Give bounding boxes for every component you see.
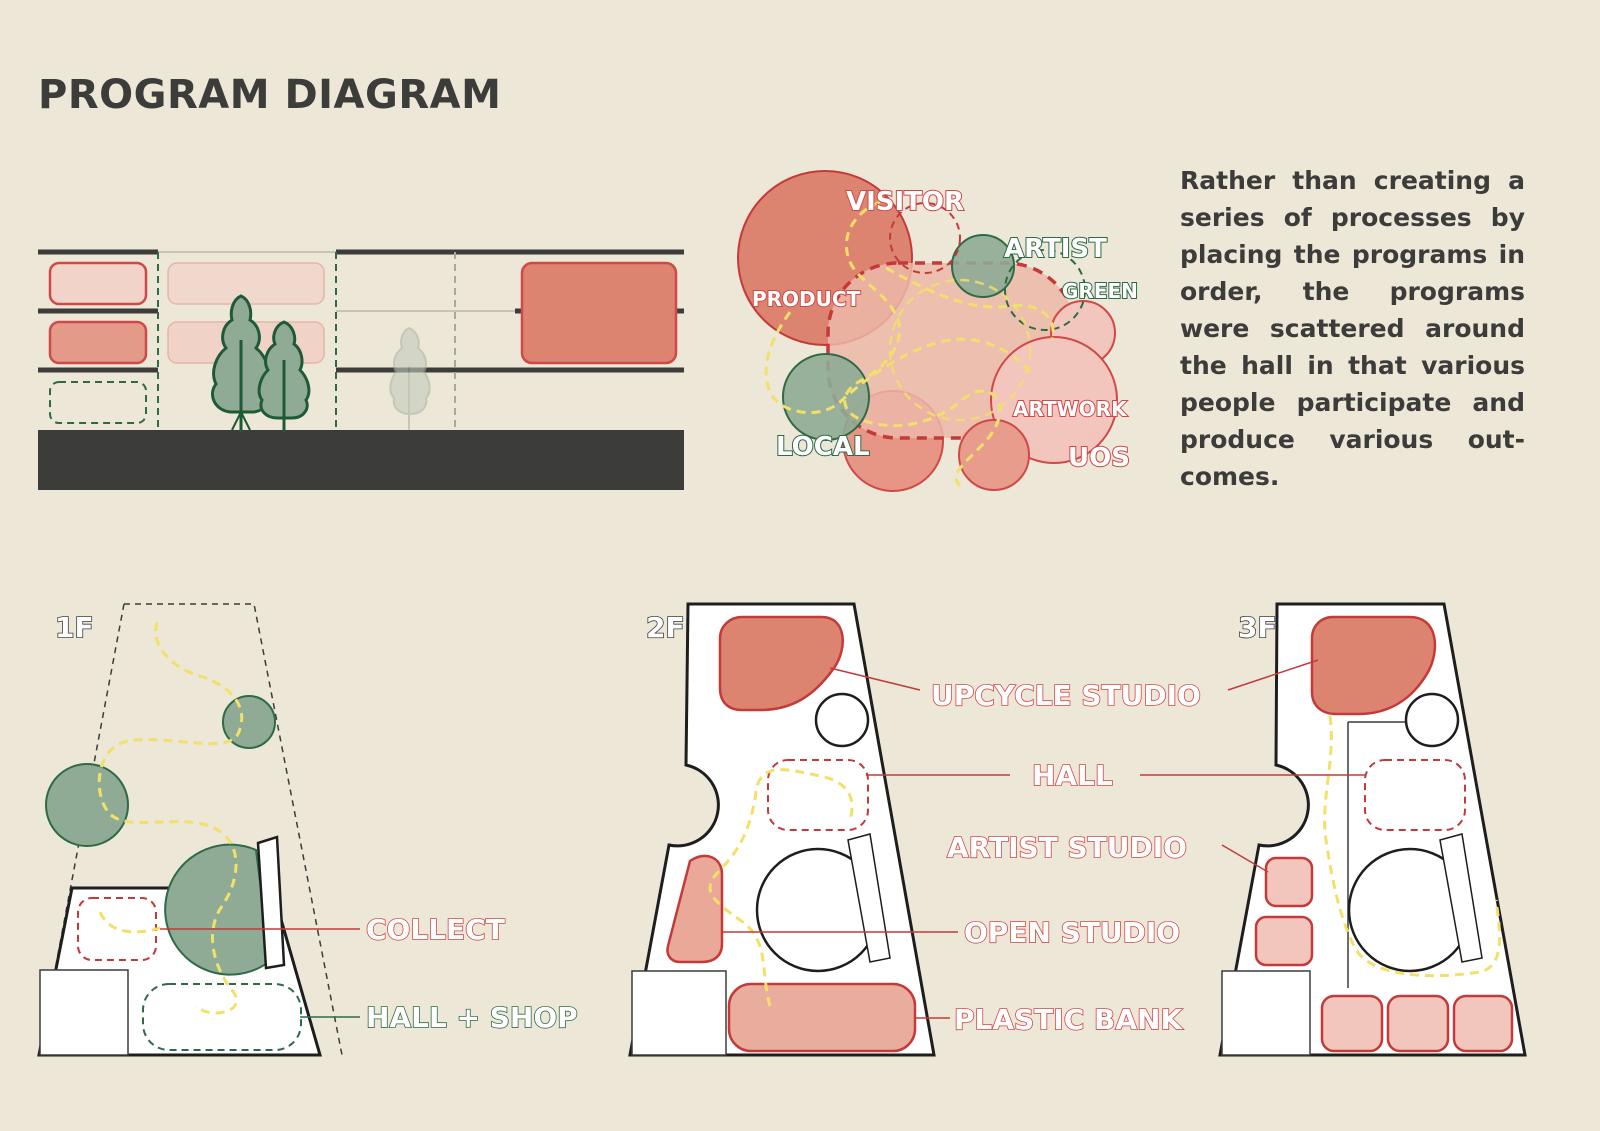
section-room xyxy=(48,320,148,365)
wall-element xyxy=(256,835,286,970)
plan-3f: 3F xyxy=(1140,602,1527,1057)
circulation-path xyxy=(1323,715,1502,978)
plan-2f: 2F xyxy=(628,602,1010,1057)
plastic-bank-room xyxy=(727,982,917,1053)
floor-label-1f: 1F xyxy=(55,611,94,644)
artist-studio-room xyxy=(1320,994,1384,1053)
upcycle-studio-label: UPCYCLE STUDIO xyxy=(931,679,1201,712)
open-studio-label: OPEN STUDIO xyxy=(964,916,1180,949)
upcycle-studio-room xyxy=(718,615,844,712)
core-room xyxy=(631,970,727,1056)
core-room xyxy=(1221,970,1311,1056)
artist-studio-room xyxy=(1264,856,1314,908)
leader-line xyxy=(1227,659,1319,691)
visitor-bubble xyxy=(889,202,961,274)
section-diagram xyxy=(38,249,684,490)
tree-icon xyxy=(211,294,271,432)
circulation-path xyxy=(708,768,854,1007)
circulation-loop xyxy=(888,278,1032,422)
leader-line xyxy=(829,667,921,691)
artist-studio-room xyxy=(1386,994,1450,1053)
floor-label-3f: 3F xyxy=(1238,611,1277,644)
light-well xyxy=(1404,692,1460,748)
circulation-path xyxy=(885,266,1055,341)
local-label: LOCAL xyxy=(776,432,870,462)
hall-label: HALL xyxy=(1032,759,1113,792)
artist-label: ARTIST xyxy=(1004,234,1107,264)
product-label: PRODUCT xyxy=(752,287,861,311)
ground-slab xyxy=(38,430,684,490)
artwork-bubble xyxy=(990,336,1118,464)
artist-studio-room xyxy=(1254,915,1314,967)
hall-shop-zone xyxy=(142,983,302,1051)
collect-label: COLLECT xyxy=(366,913,505,946)
leader-line xyxy=(1221,844,1269,873)
tree-icon xyxy=(389,326,431,430)
light-well xyxy=(814,692,870,748)
circulation-path xyxy=(97,621,244,1015)
stair-element xyxy=(847,833,891,963)
artist-studio-label: ARTIST STUDIO xyxy=(947,831,1187,864)
circulation-path xyxy=(843,200,1002,488)
hall-zone xyxy=(767,759,869,831)
page-title: PROGRAM DIAGRAM xyxy=(38,72,502,118)
green-label: GREEN xyxy=(1062,279,1138,303)
section-room xyxy=(520,261,678,365)
uos-label: UOS xyxy=(1068,443,1130,473)
plastic-bank-label: PLASTIC BANK xyxy=(954,1003,1183,1036)
green-bubble xyxy=(1004,249,1086,331)
section-room xyxy=(48,261,148,306)
circulation-path xyxy=(98,911,161,934)
stair-element xyxy=(1439,833,1483,963)
section-room xyxy=(49,381,147,424)
tree-icon xyxy=(257,320,311,432)
uos-bubble xyxy=(958,419,1030,491)
artwork-label: ARTWORK xyxy=(1013,397,1128,421)
circulation-path xyxy=(764,311,1032,415)
bubble-diagram: VISITOR ARTIST GREEN PRODUCT ARTWORK LOC… xyxy=(737,170,1139,492)
upcycle-studio-room xyxy=(1310,615,1437,716)
local-bubble xyxy=(782,353,870,441)
visitor-label: VISITOR xyxy=(846,187,964,217)
hall-zone xyxy=(1364,759,1466,831)
description-text: Rather than creating a series of process… xyxy=(1180,166,1525,491)
core-room xyxy=(39,969,129,1056)
plan-1f: 1F COLLECT HALL + SHOP xyxy=(37,603,578,1057)
courtyard-tree-zone xyxy=(164,843,272,976)
hall-shop-label: HALL + SHOP xyxy=(366,1001,578,1034)
floor-label-2f: 2F xyxy=(646,611,685,644)
artist-studio-room xyxy=(1452,994,1514,1053)
green-circle xyxy=(45,763,129,847)
open-studio-room xyxy=(666,854,724,964)
